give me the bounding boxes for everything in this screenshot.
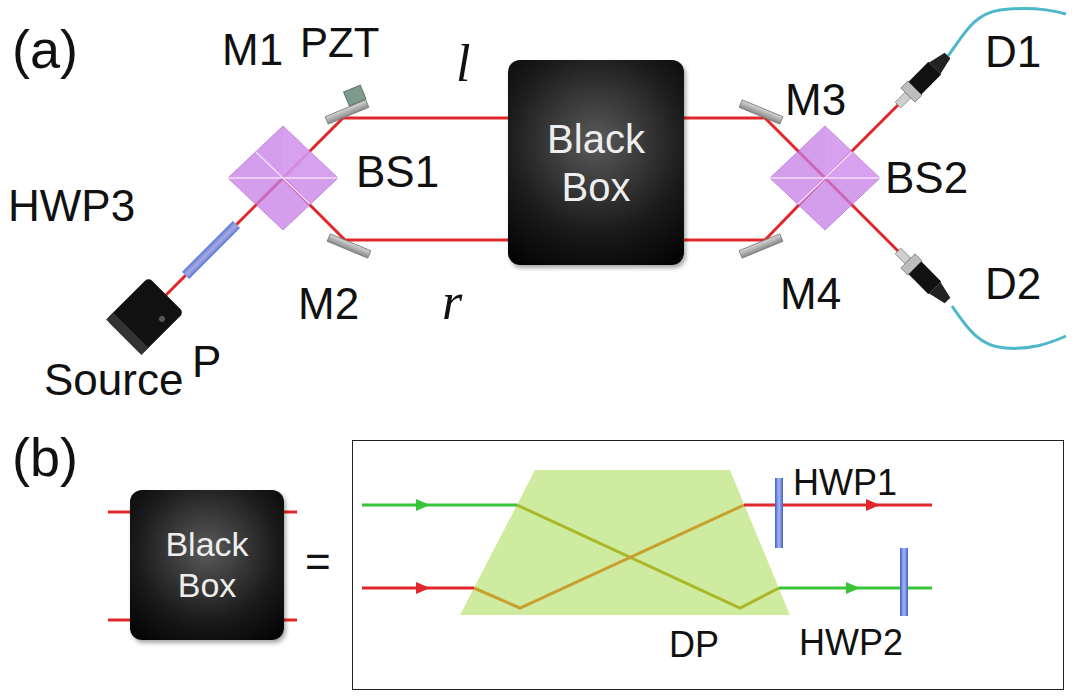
component-label: M1 xyxy=(222,28,283,72)
arrowhead xyxy=(416,499,880,594)
half-wave-plate xyxy=(775,478,783,548)
box-title: Black Box xyxy=(130,524,284,606)
component-label: DP xyxy=(669,627,719,663)
component-label: BS1 xyxy=(356,150,439,194)
fiber-detector xyxy=(891,244,955,308)
beam-splitter xyxy=(770,126,880,230)
component-label: r xyxy=(442,276,462,328)
dove-prism xyxy=(460,470,790,615)
component-label: l xyxy=(456,38,470,90)
component-label: M3 xyxy=(785,78,846,122)
polarizer xyxy=(106,277,184,355)
component-label: BS2 xyxy=(885,156,968,200)
piezo-actuator xyxy=(344,85,366,106)
component-label: HWP1 xyxy=(793,465,897,501)
black-box: Black Box xyxy=(508,60,684,265)
laser-beam xyxy=(362,505,932,608)
component-label: M2 xyxy=(298,282,359,326)
component-label: M4 xyxy=(780,272,841,316)
panel-label: (b) xyxy=(12,430,78,484)
half-wave-plate xyxy=(900,548,908,616)
component-label: HWP2 xyxy=(799,625,903,661)
component-label: D1 xyxy=(985,30,1041,74)
box-title: Black Box xyxy=(508,115,684,211)
panel-label: (a) xyxy=(12,22,78,76)
component-label: HWP3 xyxy=(8,184,135,228)
component-label: PZT xyxy=(300,22,379,64)
fiber-detector xyxy=(891,48,955,112)
detail-frame: HWP1DP HWP2 xyxy=(352,440,1064,690)
component-label: P xyxy=(192,340,221,384)
component-label: = xyxy=(305,540,331,584)
black-box: Black Box xyxy=(130,490,284,640)
half-wave-plate xyxy=(182,221,240,279)
optical-fiber xyxy=(952,306,1066,348)
component-label: D2 xyxy=(985,262,1041,306)
component-label: Source xyxy=(44,358,183,402)
beam-splitter xyxy=(228,126,338,230)
